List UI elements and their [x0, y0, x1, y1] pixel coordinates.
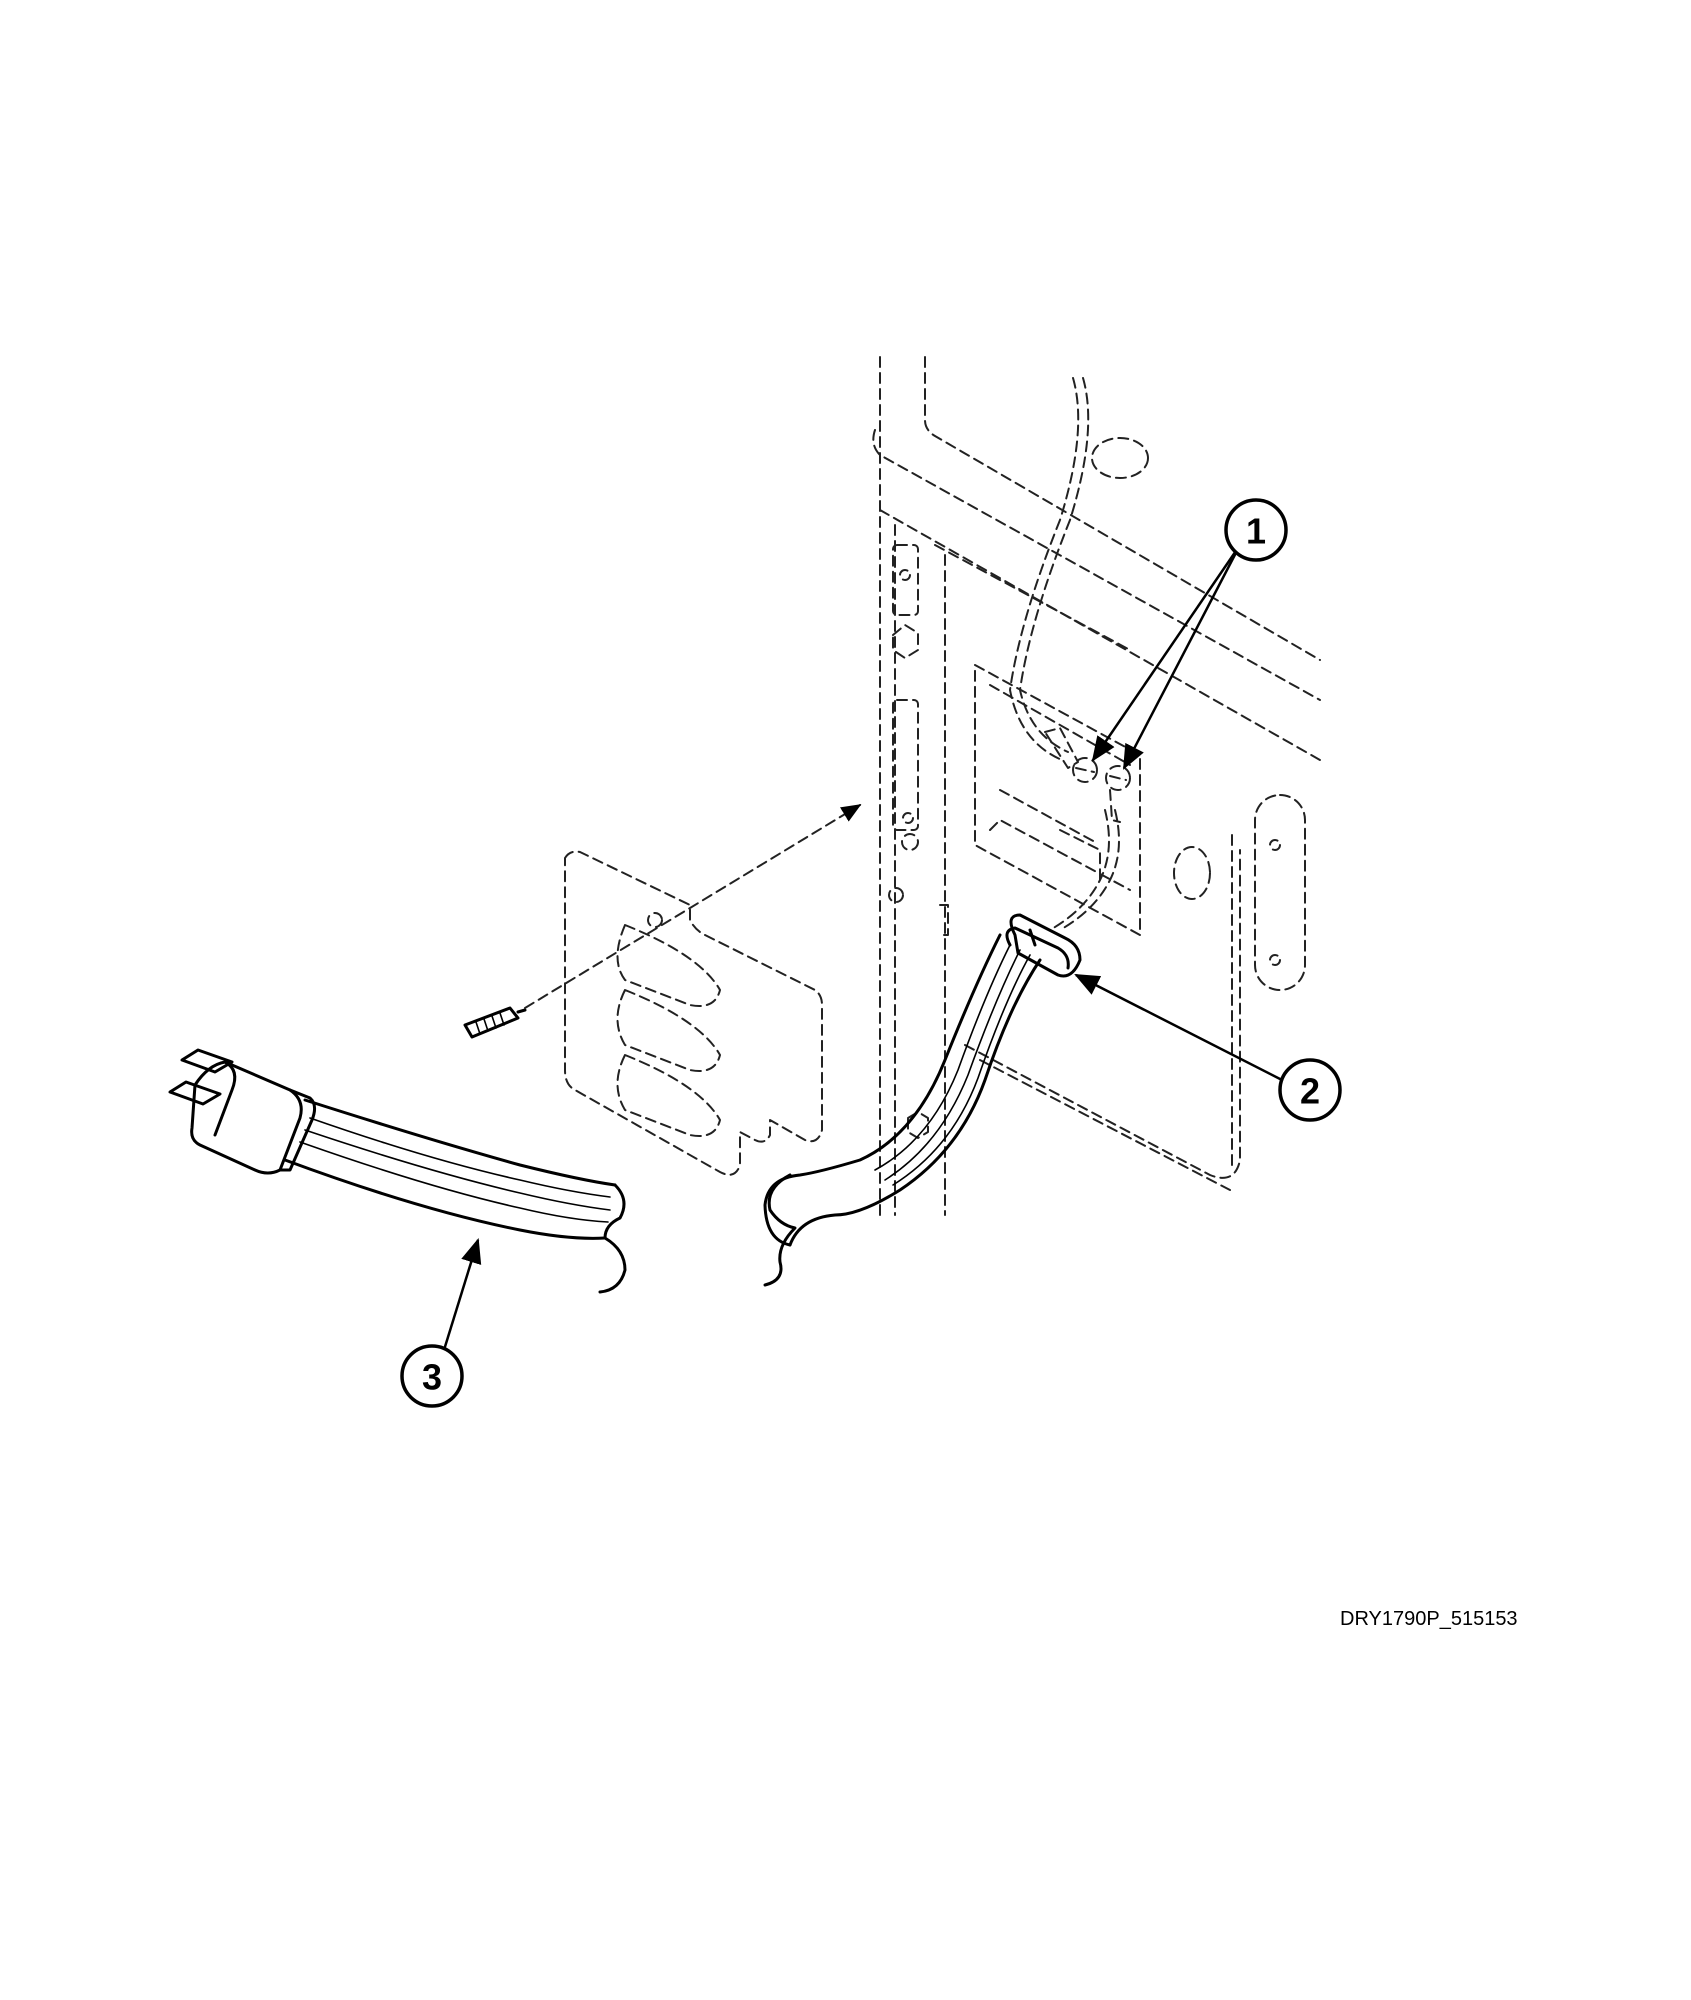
internal-wiring [1009, 377, 1120, 931]
power-cord-upper [763, 933, 1042, 1287]
callout-1-label: 1 [1246, 511, 1266, 552]
callout-1: 1 [1091, 498, 1288, 770]
callout-3-label: 3 [422, 1357, 442, 1398]
mounting-screw [463, 1006, 527, 1039]
dryer-rear-panel [872, 356, 1321, 1216]
strain-relief-bushing [1005, 913, 1082, 978]
power-cord-with-plug [168, 1048, 627, 1294]
terminal-screws [1044, 727, 1131, 823]
callout-2-label: 2 [1300, 1071, 1320, 1112]
callout-3: 3 [400, 1238, 482, 1408]
callout-2: 2 [1074, 973, 1342, 1122]
figure-reference: DRY1790P_515153 [1340, 1608, 1518, 1630]
assembly-arrow [524, 804, 862, 1009]
access-cover-plate [564, 850, 823, 1176]
